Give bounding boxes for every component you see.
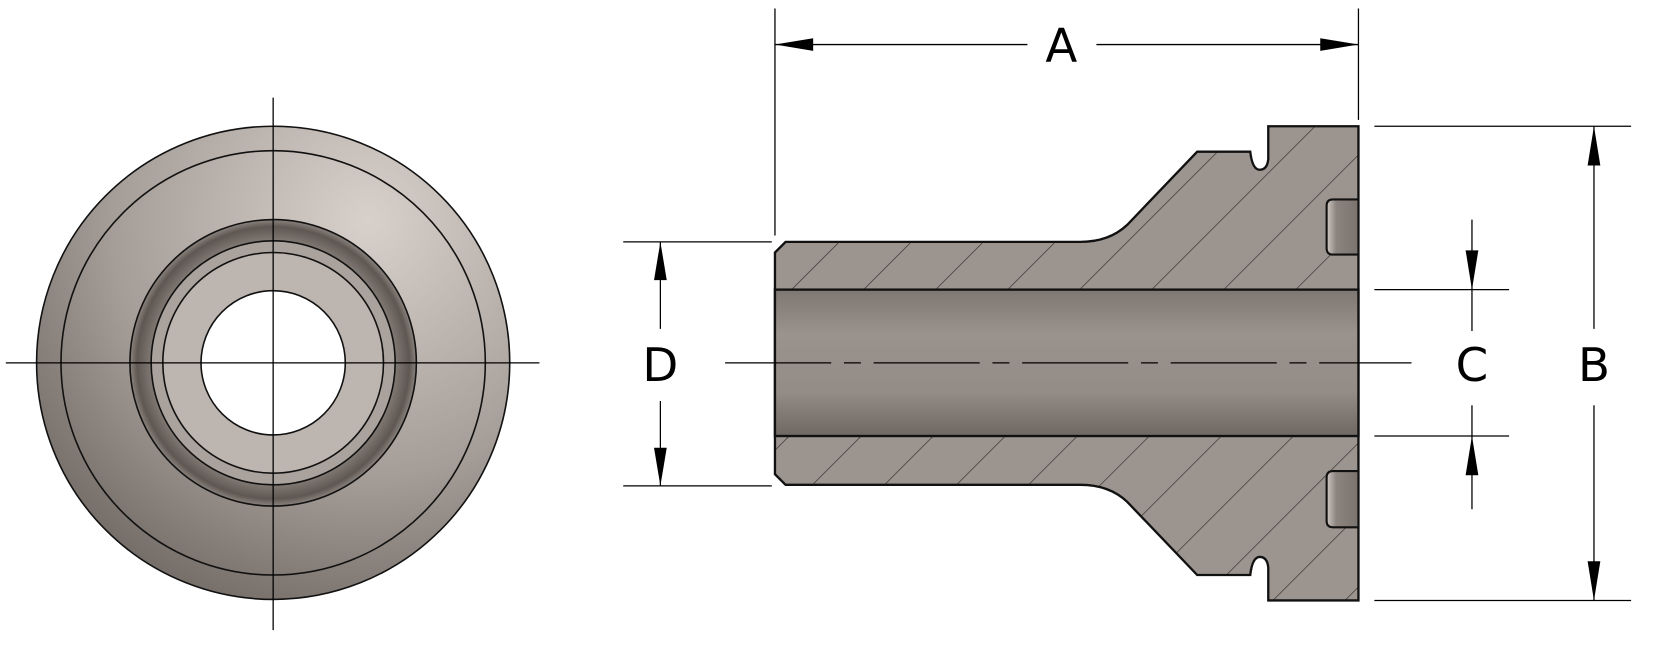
dimension-d: D (623, 241, 772, 487)
dimension-label-b: B (1578, 339, 1610, 393)
arrow-down-icon (654, 447, 667, 486)
arrow-left-icon (774, 38, 814, 51)
arrow-up-icon (1587, 126, 1601, 166)
arrow-up-icon (654, 241, 667, 281)
dimension-c: C (1374, 219, 1510, 510)
dimension-a: A (774, 8, 1360, 236)
arrow-right-icon (1320, 38, 1359, 51)
dimension-label-d: D (642, 339, 678, 393)
arrow-down-icon (1587, 561, 1601, 601)
dimension-label-a: A (1045, 20, 1077, 74)
arrow-up-icon (1465, 436, 1479, 476)
dimension-b: B (1374, 125, 1632, 602)
arrow-down-icon (1465, 250, 1479, 290)
face-pocket-bottom (1325, 469, 1360, 529)
section-view (725, 125, 1412, 602)
dimension-label-c: C (1456, 339, 1489, 393)
face-pocket-top (1325, 198, 1360, 256)
front-view (5, 97, 540, 631)
